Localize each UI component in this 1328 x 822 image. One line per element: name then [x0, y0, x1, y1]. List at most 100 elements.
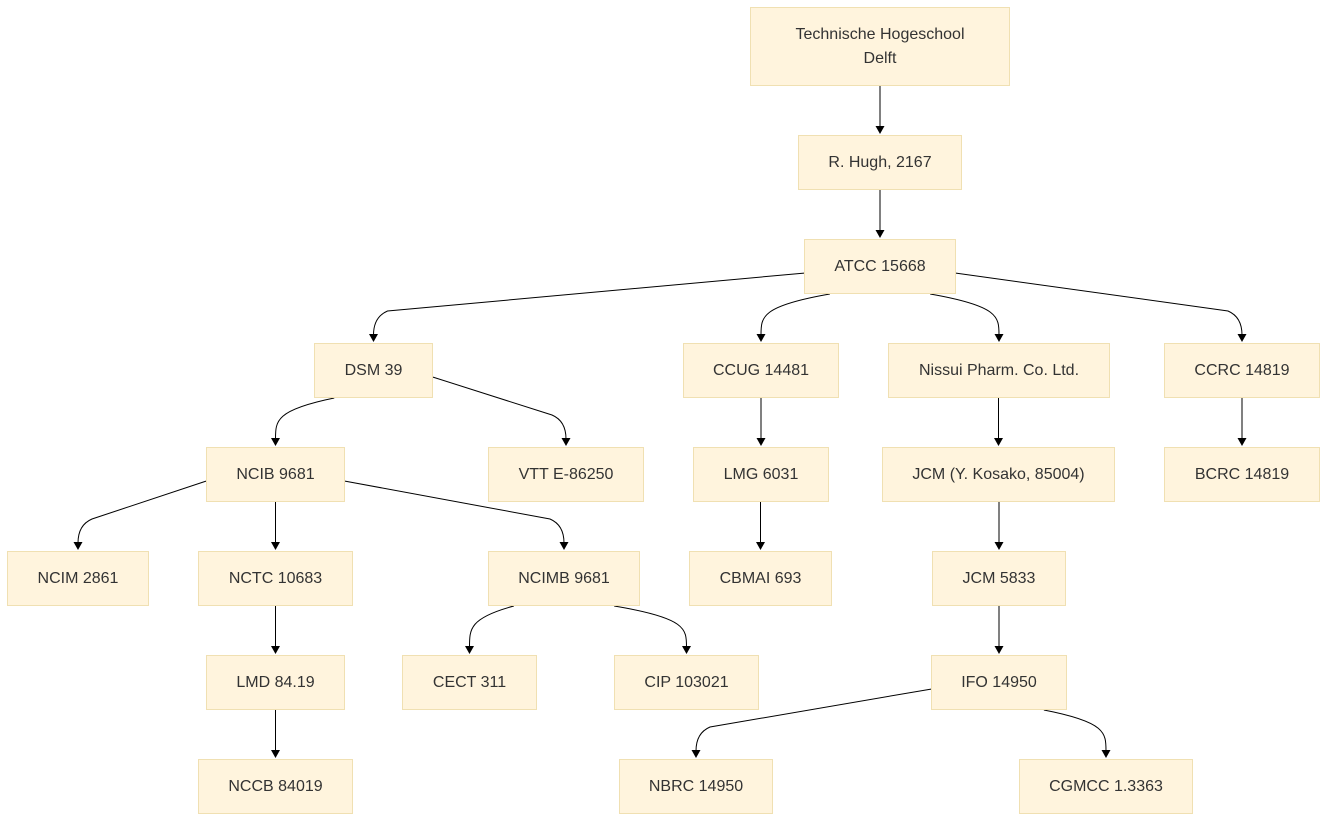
edge-jcm5833-to-ifo: [994, 606, 1004, 654]
node-label: LMG 6031: [723, 465, 799, 483]
node-ncim: NCIM 2861: [7, 551, 149, 606]
node-ncimb: NCIMB 9681: [488, 551, 640, 606]
node-label: VTT E-86250: [518, 465, 614, 483]
node-label: NCCB 84019: [228, 777, 323, 795]
arrowhead-icon: [756, 334, 766, 342]
edge-ccrc-to-bcrc: [1237, 398, 1247, 446]
node-label: JCM (Y. Kosako, 85004): [912, 465, 1085, 483]
node-label: CECT 311: [432, 673, 507, 691]
arrowhead-icon: [271, 438, 280, 446]
node-jcm5833: JCM 5833: [932, 551, 1066, 606]
edge-line: [614, 605, 687, 648]
node-label: NBRC 14950: [648, 777, 744, 795]
edge-ncib-to-ncimb: [344, 480, 569, 550]
node-vtt: VTT E-86250: [488, 447, 644, 502]
arrowhead-icon: [561, 438, 571, 446]
arrowhead-icon: [994, 542, 1004, 550]
node-label: NCIMB 9681: [518, 569, 610, 587]
node-label: IFO 14950: [961, 673, 1037, 691]
node-label: ATCC 15668: [834, 257, 926, 275]
node-nctc: NCTC 10683: [198, 551, 353, 606]
edge-line: [469, 605, 514, 648]
arrowhead-icon: [994, 334, 1004, 342]
arrowhead-icon: [756, 542, 765, 550]
node-label: LMD 84.19: [236, 673, 315, 691]
node-label: CCRC 14819: [1194, 361, 1290, 379]
edge-line: [760, 293, 830, 336]
node-lmd: LMD 84.19: [206, 655, 345, 710]
edge-nctc-to-lmd: [271, 606, 280, 654]
edge-tu-delft-to-hugh: [875, 86, 885, 134]
node-label: CIP 103021: [644, 673, 729, 691]
node-label: NCTC 10683: [228, 569, 323, 587]
arrowhead-icon: [1237, 438, 1247, 446]
node-nissui: Nissui Pharm. Co. Ltd.: [888, 343, 1110, 398]
arrowhead-icon: [271, 542, 280, 550]
arrowhead-icon: [1101, 750, 1111, 758]
arrowhead-icon: [1237, 334, 1247, 342]
node-label: Nissui Pharm. Co. Ltd.: [918, 361, 1080, 379]
edge-lmg-to-cbmai: [756, 502, 765, 550]
edge-line: [77, 480, 207, 544]
node-label: CCUG 14481: [712, 361, 810, 379]
arrowhead-icon: [875, 126, 885, 134]
node-hugh: R. Hugh, 2167: [798, 135, 962, 190]
edge-atcc-to-nissui: [930, 293, 1004, 342]
arrowhead-icon: [875, 230, 885, 238]
node-atcc: ATCC 15668: [804, 239, 956, 294]
arrowhead-icon: [271, 750, 280, 758]
node-bcrc: BCRC 14819: [1164, 447, 1320, 502]
edge-ifo-to-nbrc: [691, 688, 932, 758]
edge-ccug-to-lmg: [756, 398, 766, 446]
node-nbrc: NBRC 14950: [619, 759, 773, 814]
edge-ncimb-to-cect: [465, 605, 514, 654]
node-jcm-kosako: JCM (Y. Kosako, 85004): [882, 447, 1115, 502]
arrowhead-icon: [994, 438, 1003, 446]
arrowhead-icon: [559, 542, 569, 550]
node-cgmcc: CGMCC 1.3363: [1019, 759, 1193, 814]
edge-hugh-to-atcc: [875, 190, 885, 238]
node-label: DSM 39: [344, 361, 403, 379]
edge-line: [1043, 709, 1107, 752]
edge-line: [373, 272, 805, 336]
edge-ifo-to-cgmcc: [1043, 709, 1111, 758]
node-cbmai: CBMAI 693: [689, 551, 832, 606]
edge-atcc-to-ccrc: [955, 272, 1247, 342]
edge-line: [432, 376, 567, 440]
arrowhead-icon: [271, 646, 280, 654]
edge-lmd-to-nccb: [271, 710, 280, 758]
edge-ncib-to-nctc: [271, 502, 280, 550]
node-label: BCRC 14819: [1194, 465, 1290, 483]
edge-line: [930, 293, 1000, 336]
edge-line: [955, 272, 1243, 336]
edge-atcc-to-ccug: [756, 293, 830, 342]
edge-atcc-to-dsm: [369, 272, 805, 342]
edge-nissui-to-jcm-kosako: [994, 398, 1003, 446]
node-ccrc: CCRC 14819: [1164, 343, 1320, 398]
node-label: NCIB 9681: [236, 465, 315, 483]
edge-jcm-kosako-to-jcm5833: [994, 502, 1004, 550]
node-label: CBMAI 693: [719, 569, 802, 587]
node-cect: CECT 311: [402, 655, 537, 710]
node-ncib: NCIB 9681: [206, 447, 345, 502]
edge-line: [275, 397, 335, 440]
node-label: JCM 5833: [962, 569, 1036, 587]
arrowhead-icon: [369, 334, 378, 342]
edge-dsm-to-vtt: [432, 376, 571, 446]
node-cip: CIP 103021: [614, 655, 759, 710]
arrowhead-icon: [691, 750, 701, 758]
arrowhead-icon: [682, 646, 691, 654]
node-dsm: DSM 39: [314, 343, 433, 398]
node-label: R. Hugh, 2167: [828, 153, 932, 171]
edge-ncib-to-ncim: [73, 480, 207, 550]
node-nccb: NCCB 84019: [198, 759, 353, 814]
node-label: NCIM 2861: [37, 569, 119, 587]
arrowhead-icon: [756, 438, 766, 446]
edge-dsm-to-ncib: [271, 397, 335, 446]
edge-line: [344, 480, 565, 544]
arrowhead-icon: [465, 646, 474, 654]
